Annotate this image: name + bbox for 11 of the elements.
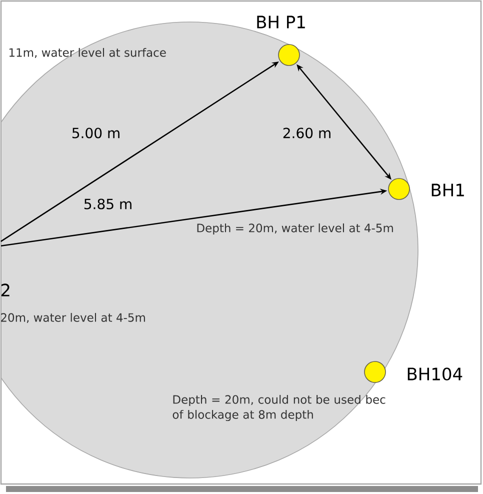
- edge-label: 2.60 m: [283, 128, 330, 138]
- borehole-label: BH1: [432, 184, 464, 196]
- edge-label: 5.00 m: [72, 128, 120, 138]
- borehole-note: 11m, water level at surface: [9, 48, 166, 58]
- borehole-label: BH P1: [257, 16, 305, 28]
- borehole-note: Depth = 20m, water level at 4-5m: [197, 223, 393, 235]
- borehole-note: 20m, water level at 4-5m: [1, 312, 145, 324]
- borehole-label: 2: [1, 284, 10, 296]
- borehole-label: BH104: [408, 368, 462, 380]
- edge-label: 5.85 m: [84, 198, 132, 210]
- borehole-note: Depth = 20m, could not be used bec of blockage at 8m depth: [172, 394, 386, 422]
